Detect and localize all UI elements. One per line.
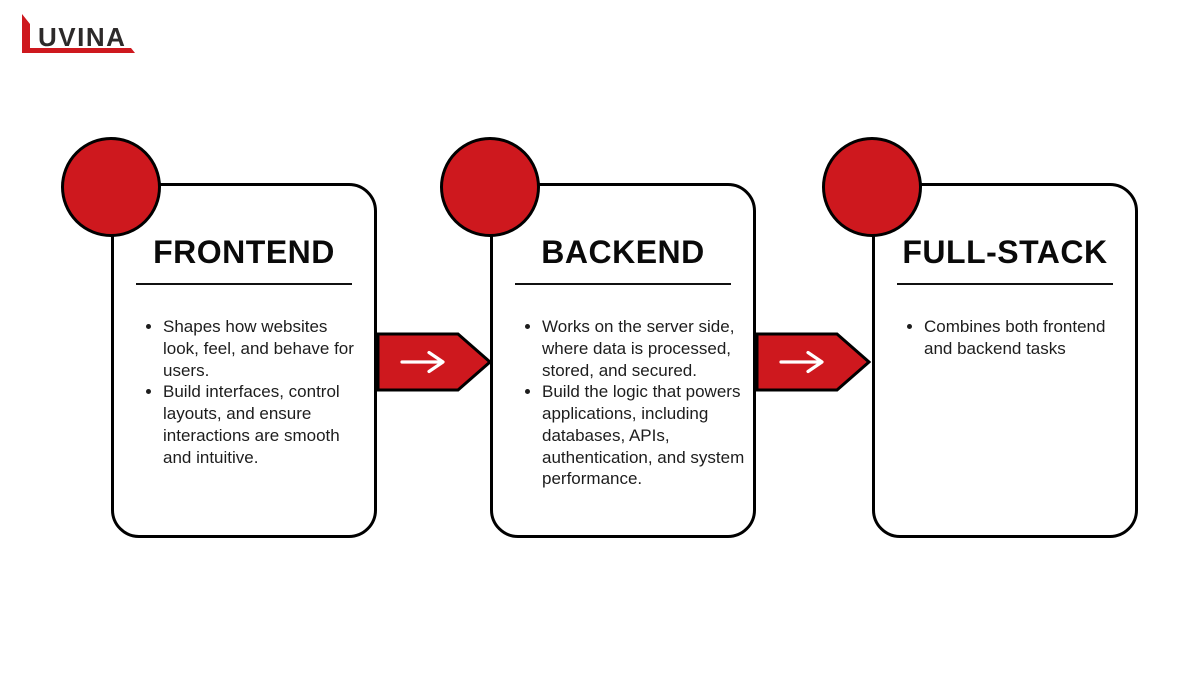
card-backend: BACKEND Works on the server side, where …	[490, 183, 756, 538]
bullet-item: Build interfaces, control layouts, and e…	[163, 381, 366, 468]
bullet-item: Shapes how websites look, feel, and beha…	[163, 316, 366, 381]
card-frontend: FRONTEND Shapes how websites look, feel,…	[111, 183, 377, 538]
card-fullstack: FULL-STACK Combines both frontend and ba…	[872, 183, 1138, 538]
card-backend-bullet-list: Works on the server side, where data is …	[493, 316, 745, 490]
title-underline	[515, 283, 731, 285]
card-frontend-title: FRONTEND	[153, 234, 335, 270]
step-circle-fullstack	[822, 137, 922, 237]
right-arrow-icon	[376, 332, 493, 392]
connector-arrow-1	[376, 332, 493, 392]
luvina-logo: UVINA	[21, 12, 139, 58]
step-circle-frontend	[61, 137, 161, 237]
bullet-item: Build the logic that powers applications…	[542, 381, 745, 490]
step-circle-backend	[440, 137, 540, 237]
bullet-item: Combines both frontend and backend tasks	[924, 316, 1127, 360]
title-underline	[897, 283, 1113, 285]
card-frontend-bullet-list: Shapes how websites look, feel, and beha…	[114, 316, 366, 468]
card-backend-title: BACKEND	[541, 234, 705, 270]
card-fullstack-bullet-list: Combines both frontend and backend tasks	[875, 316, 1127, 360]
card-fullstack-title: FULL-STACK	[902, 234, 1108, 270]
bullet-item: Works on the server side, where data is …	[542, 316, 745, 381]
right-arrow-icon	[755, 332, 872, 392]
title-underline	[136, 283, 352, 285]
logo-text: UVINA	[38, 22, 126, 52]
connector-arrow-2	[755, 332, 872, 392]
red-l-mark-icon: UVINA	[22, 14, 135, 53]
